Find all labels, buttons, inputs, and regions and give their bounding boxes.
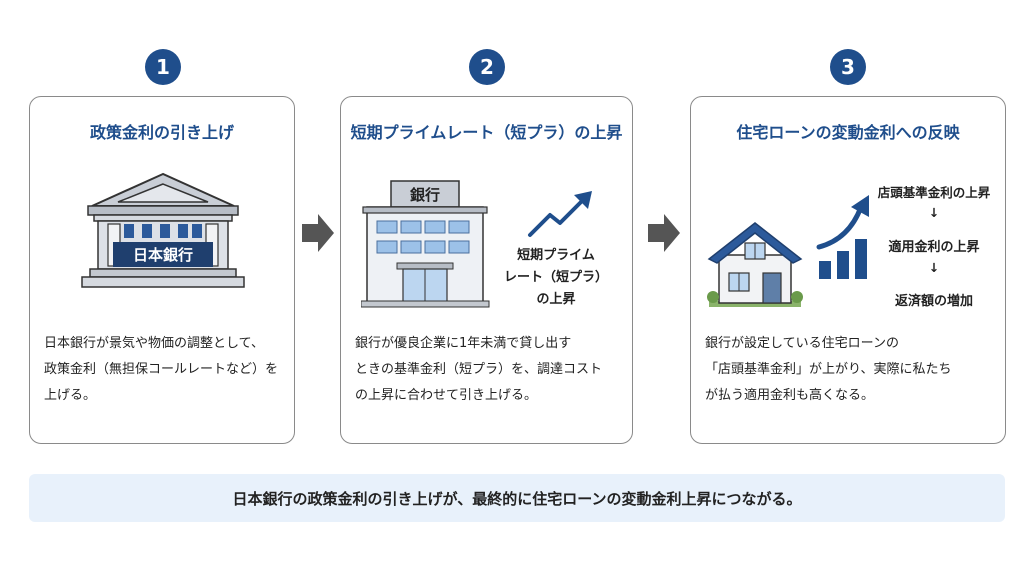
bank-building-icon: 銀行	[361, 180, 490, 308]
step-card-2: 短期プライムレート（短プラ）の上昇 銀行 短期プライム レート（短プラ） の上昇…	[340, 96, 633, 444]
bar-growth-icon	[816, 195, 869, 279]
rising-trend-arrow-icon	[528, 191, 592, 237]
flow-item-store-rate: 店頭基準金利の上昇	[877, 185, 991, 200]
building-sign-bank: 銀行	[410, 186, 440, 204]
flow-down-arrow-icon: ↓	[928, 260, 940, 275]
flow-arrow-icon	[302, 214, 334, 252]
short-prime-rate-label: 短期プライム レート（短プラ） の上昇	[503, 248, 608, 307]
step-card-1: 政策金利の引き上げ 日本銀行 日本銀行が景気や物価の調整として、 政策金利（無担…	[29, 96, 295, 444]
summary-banner: 日本銀行の政策金利の引き上げが、最終的に住宅ローンの変動金利上昇につながる。	[29, 474, 1005, 522]
flow-item-applied-rate: 適用金利の上昇	[888, 240, 980, 255]
flow-arrow-icon	[648, 214, 680, 252]
house-icon	[707, 222, 803, 307]
building-sign-boj: 日本銀行	[133, 246, 193, 264]
step-title-1: 政策金利の引き上げ	[89, 123, 234, 142]
step-number-3: 3	[830, 49, 866, 85]
step-description-2: 銀行が優良企業に1年未満で貸し出す ときの基準金利（短プラ）を、調達コスト の上…	[355, 336, 603, 403]
flow-down-arrow-icon: ↓	[928, 205, 940, 220]
step-card-3: 住宅ローンの変動金利への反映 銀行が設定している住宅ローンの 「店頭基準金利」が…	[690, 96, 1006, 444]
flow-item-repayment: 返済額の増加	[894, 294, 973, 309]
step-description-1: 日本銀行が景気や物価の調整として、 政策金利（無担保コールレートなど）を 上げる…	[44, 336, 279, 403]
step-title-2: 短期プライムレート（短プラ）の上昇	[350, 123, 623, 142]
step-number-2: 2	[469, 49, 505, 85]
step-number-1: 1	[145, 49, 181, 85]
central-bank-building-icon: 日本銀行	[81, 172, 245, 288]
step-description-3: 銀行が設定している住宅ローンの 「店頭基準金利」が上がり、実際に私たち が払う適…	[705, 336, 952, 403]
step-title-3: 住宅ローンの変動金利への反映	[736, 123, 960, 142]
